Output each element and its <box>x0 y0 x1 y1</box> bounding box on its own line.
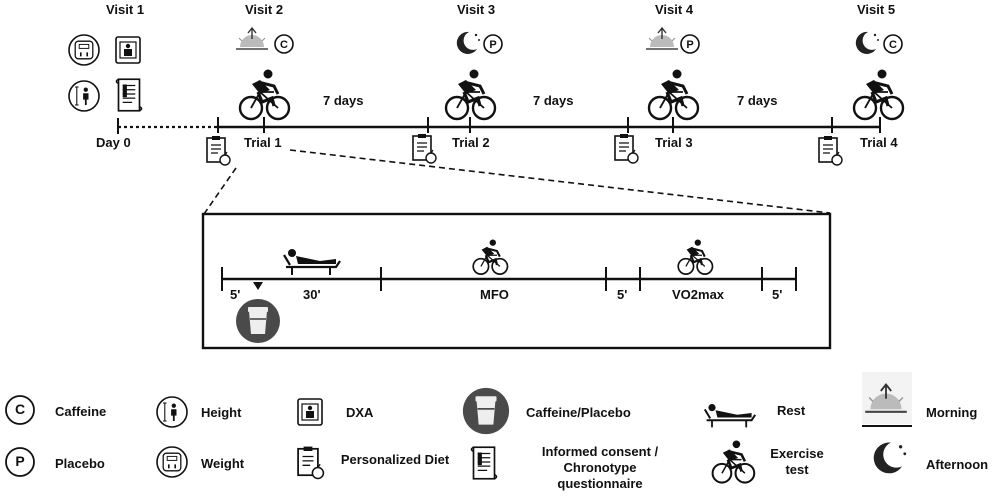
zoom-line-left <box>203 167 237 215</box>
questionnaire-icon <box>115 78 143 112</box>
placebo-icon <box>5 447 35 477</box>
cyclist-icon <box>238 67 291 121</box>
visit-2-label: Visit 2 <box>245 2 284 17</box>
rest-icon <box>703 403 757 429</box>
legend-caffeine-placebo: Caffeine/Placebo <box>526 405 631 420</box>
caffeine-badge-v5: C <box>889 39 897 51</box>
day0-label: Day 0 <box>96 135 131 150</box>
diet-icon <box>818 135 843 166</box>
legend-weight: Weight <box>201 456 245 471</box>
legend-morning: Morning <box>926 405 978 420</box>
drink-cup-icon <box>235 298 281 344</box>
interval-label-2: 7 days <box>533 93 574 108</box>
interval-label-1: 7 days <box>323 93 364 108</box>
legend-caffeine-letter: C <box>14 401 26 417</box>
trial-1-label: Trial 1 <box>244 135 282 150</box>
visit-3-label: Visit 3 <box>457 2 496 17</box>
trial-3-label: Trial 3 <box>655 135 693 150</box>
legend-personalized-diet: Personalized Diet <box>340 452 450 467</box>
legend-dxa: DXA <box>346 405 374 420</box>
drink-cup-icon <box>462 387 510 435</box>
legend-afternoon: Afternoon <box>926 457 989 472</box>
protocol-rest-start-label: 5' <box>230 287 241 302</box>
placebo-icon <box>483 34 503 54</box>
placebo-icon <box>680 34 700 54</box>
placebo-badge-v4: P <box>686 39 694 51</box>
legend-placebo-letter: P <box>15 453 25 469</box>
sunrise-icon <box>645 27 679 50</box>
caffeine-icon <box>883 34 903 54</box>
questionnaire-icon <box>470 446 498 480</box>
diet-icon <box>206 135 231 166</box>
visit-5-label: Visit 5 <box>857 2 896 17</box>
trial-2-label: Trial 2 <box>452 135 490 150</box>
protocol-end-label: 5' <box>772 287 783 302</box>
legend-informed-consent: Informed consent / Chronotype questionna… <box>541 444 659 491</box>
legend-placebo: Placebo <box>55 456 105 471</box>
caffeine-badge-v2: C <box>280 39 288 51</box>
trial-protocol-box <box>201 212 832 350</box>
protocol-rest-label: 30' <box>303 287 321 302</box>
interval-label-3: 7 days <box>737 93 778 108</box>
legend-height: Height <box>201 405 242 420</box>
diet-icon <box>297 445 325 480</box>
protocol-mfo-label: MFO <box>480 287 509 302</box>
legend-rest: Rest <box>777 403 806 418</box>
moon-icon <box>456 31 480 54</box>
trial-4-label: Trial 4 <box>860 135 898 150</box>
zoom-line-right <box>289 149 831 214</box>
protocol-gap-label: 5' <box>617 287 628 302</box>
placebo-badge-v3: P <box>489 39 497 51</box>
cyclist-icon <box>711 439 756 484</box>
caffeine-icon <box>5 395 35 425</box>
caffeine-icon <box>274 34 294 54</box>
moon-icon <box>855 31 879 54</box>
visit-4-label: Visit 4 <box>655 2 694 17</box>
legend-caffeine: Caffeine <box>55 404 107 419</box>
cyclist-icon <box>852 67 905 121</box>
protocol-vo2max-label: VO2max <box>672 287 725 302</box>
cyclist-icon <box>647 67 700 121</box>
diet-icon <box>614 133 639 164</box>
visit-1-label: Visit 1 <box>106 2 145 17</box>
legend-exercise-test: Exercise test <box>770 446 824 477</box>
sunrise-icon <box>235 27 269 50</box>
cyclist-icon <box>444 67 497 121</box>
dxa-icon <box>115 36 141 64</box>
moon-icon <box>873 442 907 474</box>
dxa-icon <box>297 398 323 426</box>
ingestion-marker <box>253 282 263 290</box>
diet-icon <box>412 133 437 164</box>
